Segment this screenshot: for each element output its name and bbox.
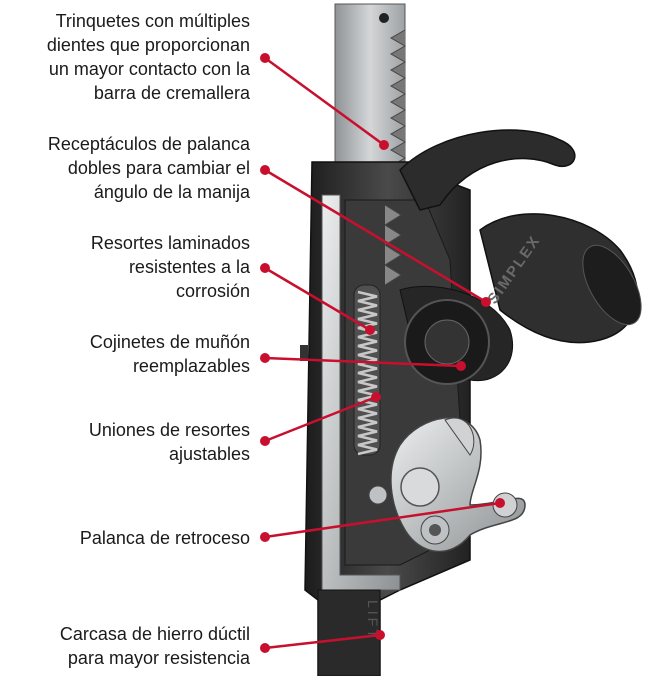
housing-engraving-text: LIFT — [365, 600, 381, 641]
leader-dot — [260, 263, 270, 273]
callout-housing: Carcasa de hierro dúctil para mayor resi… — [59, 624, 250, 668]
leader-dot — [481, 297, 491, 307]
callout-spring-links: Uniones de resortes ajustables — [88, 420, 250, 464]
coil-spring — [353, 284, 381, 456]
rack-teeth — [389, 29, 407, 175]
leader-line — [264, 56, 385, 147]
leader-line — [264, 633, 381, 650]
callout-handle-sockets: Receptáculos de palanca dobles para camb… — [47, 134, 250, 202]
leader-line — [264, 501, 501, 539]
leader-line — [264, 395, 377, 443]
leader-dot — [379, 140, 389, 150]
inner-rack-teeth — [384, 204, 402, 286]
callout-ratchet-pawls: Trinquetes con múltiples dientes que pro… — [46, 11, 250, 103]
leader-dot — [375, 630, 385, 640]
handle-socket-upper — [399, 129, 576, 211]
trunnion-bearing — [404, 299, 490, 385]
leader-dot — [260, 165, 270, 175]
callout-springs: Resortes laminados resistentes a la corr… — [90, 233, 250, 301]
leader-dot — [260, 353, 270, 363]
leader-dot — [495, 498, 505, 508]
leader-dots — [260, 53, 505, 653]
rack-hole — [379, 13, 389, 23]
leader-dot — [260, 436, 270, 446]
leader-dot — [260, 53, 270, 63]
leader-line — [264, 266, 371, 332]
leader-line — [264, 168, 487, 304]
handle-socket-lower: SIMPLEX — [479, 213, 642, 344]
leader-dot — [365, 325, 375, 335]
leader-lines — [264, 56, 501, 650]
rack-bar — [334, 3, 407, 175]
callout-trunnion-bearings: Cojinetes de muñón reemplazables — [89, 332, 250, 376]
leader-dot — [260, 532, 270, 542]
leader-dot — [456, 361, 466, 371]
leader-dot — [260, 643, 270, 653]
leader-line — [264, 356, 462, 368]
callout-reverse-lever: Palanca de retroceso — [79, 528, 250, 548]
reverse-lever — [368, 417, 526, 552]
leader-dot — [371, 392, 381, 402]
